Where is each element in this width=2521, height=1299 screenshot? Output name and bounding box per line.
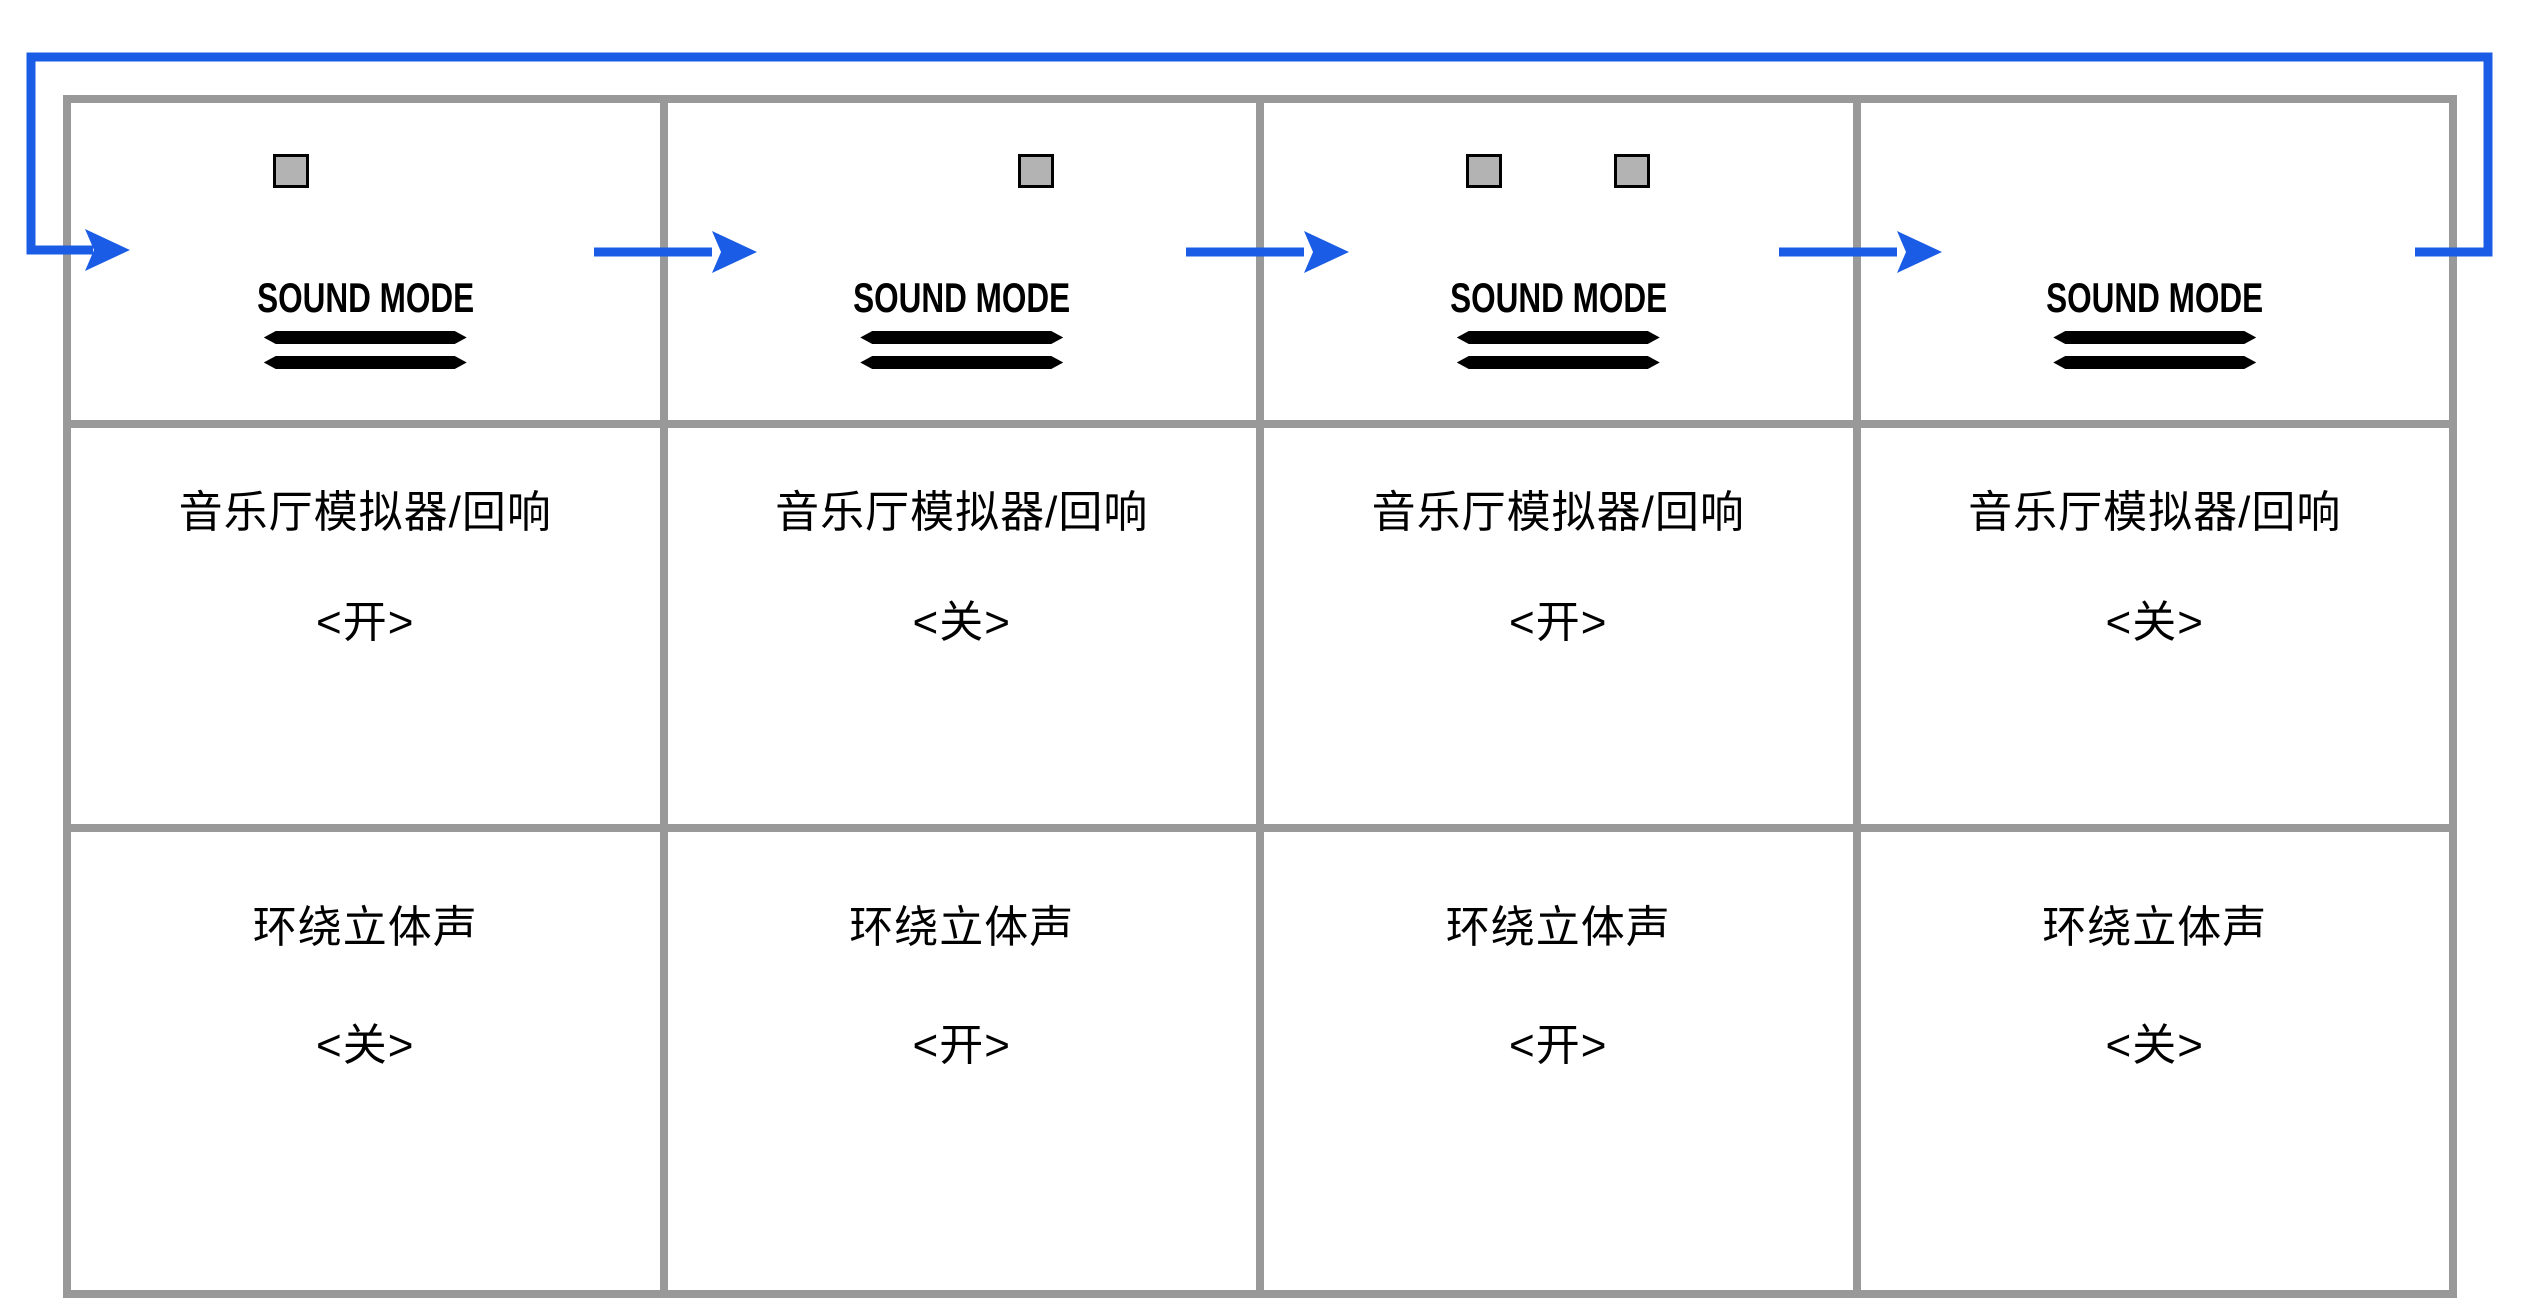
surround-state: <开>: [1509, 1021, 1608, 1070]
panel-4-surround-setting: 环绕立体声 <关>: [1860, 832, 2449, 1290]
hall-state: <开>: [1509, 598, 1608, 647]
sound-mode-button-label: SOUND MODE: [853, 274, 1071, 321]
surround-state: <关>: [316, 1021, 415, 1070]
sound-mode-button-label: SOUND MODE: [1449, 274, 1667, 321]
indicator-square-left-icon: [1466, 154, 1503, 188]
sound-mode-button-icon: SOUND MODE: [668, 275, 1257, 369]
hall-label: 音乐厅模拟器/回响: [1968, 488, 2342, 537]
panel-1-surround-setting: 环绕立体声 <关>: [71, 832, 660, 1290]
surround-label: 环绕立体声: [252, 903, 478, 952]
hall-state: <关>: [912, 598, 1011, 647]
sound-mode-button-label: SOUND MODE: [256, 274, 474, 321]
sound-mode-button-label: SOUND MODE: [2046, 274, 2264, 321]
indicator-square-right-icon: [1017, 154, 1054, 188]
hall-label: 音乐厅模拟器/回响: [1371, 488, 1745, 537]
panel-4-hall-setting: 音乐厅模拟器/回响 <关>: [1860, 428, 2449, 824]
surround-label: 环绕立体声: [849, 903, 1075, 952]
panel-1-header: SOUND MODE: [71, 103, 660, 420]
sound-mode-button-bars-icon: [2053, 331, 2256, 369]
surround-state: <开>: [912, 1021, 1011, 1070]
panel-3-hall-setting: 音乐厅模拟器/回响 <开>: [1264, 428, 1853, 824]
hall-state: <关>: [2105, 598, 2204, 647]
panel-2-hall-setting: 音乐厅模拟器/回响 <关>: [667, 428, 1256, 824]
panel-2-surround-setting: 环绕立体声 <开>: [667, 832, 1256, 1290]
indicator-square-right-icon: [1614, 154, 1651, 188]
surround-label: 环绕立体声: [1445, 903, 1671, 952]
mode-table: SOUND MODE SOUND MODE SOUND MODE SO: [63, 95, 2457, 1298]
panel-3-surround-setting: 环绕立体声 <开>: [1264, 832, 1853, 1290]
sound-mode-button-bars-icon: [860, 331, 1063, 369]
hall-label: 音乐厅模拟器/回响: [178, 488, 552, 537]
sound-mode-button-icon: SOUND MODE: [71, 275, 660, 369]
surround-state: <关>: [2105, 1021, 2204, 1070]
sound-mode-button-bars-icon: [264, 331, 467, 369]
surround-label: 环绕立体声: [2042, 903, 2268, 952]
panel-3-header: SOUND MODE: [1264, 103, 1853, 420]
indicator-square-left-icon: [273, 154, 310, 188]
sound-mode-button-bars-icon: [1457, 331, 1660, 369]
sound-mode-button-icon: SOUND MODE: [1861, 275, 2450, 369]
panel-1-hall-setting: 音乐厅模拟器/回响 <开>: [71, 428, 660, 824]
hall-label: 音乐厅模拟器/回响: [775, 488, 1149, 537]
hall-state: <开>: [316, 598, 415, 647]
panel-4-header: SOUND MODE: [1860, 103, 2450, 420]
panel-2-header: SOUND MODE: [667, 103, 1257, 420]
sound-mode-button-icon: SOUND MODE: [1264, 275, 1853, 369]
